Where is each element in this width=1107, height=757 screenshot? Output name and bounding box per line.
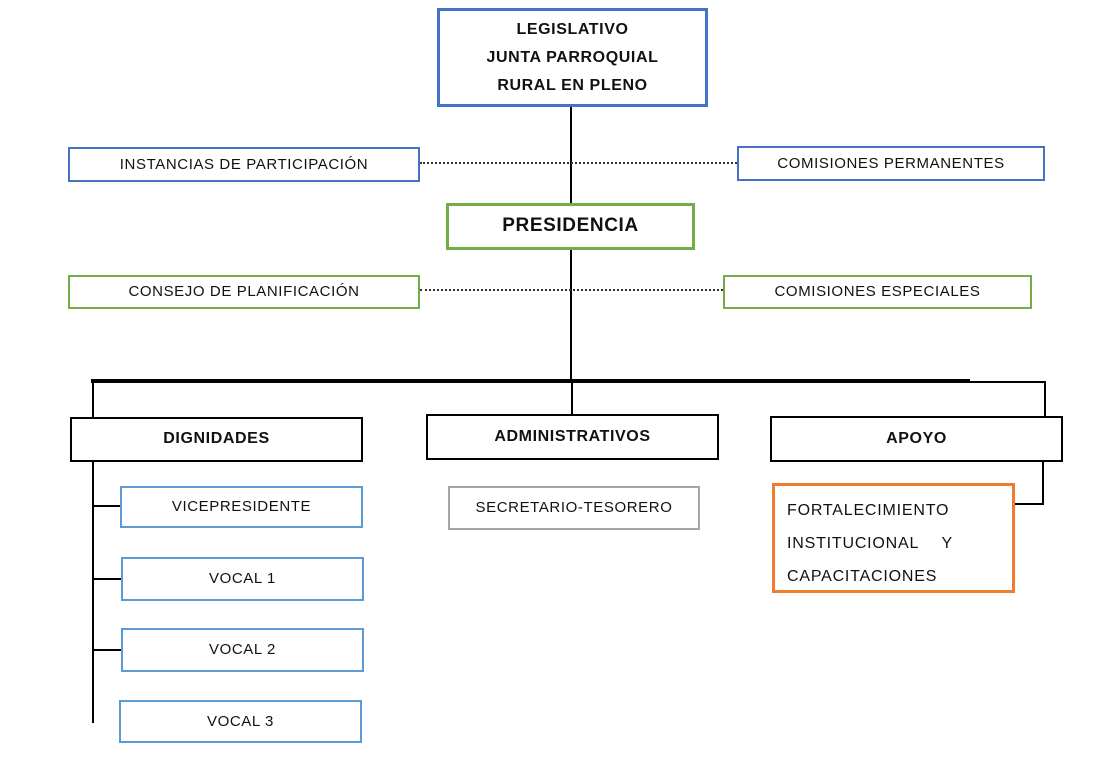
connector-presidencia-mainline — [570, 250, 572, 381]
node-consejo-label: CONSEJO DE PLANIFICACIÓN — [128, 283, 360, 301]
node-secretario-tesorero: SECRETARIO-TESORERO — [448, 486, 700, 530]
node-vicepresidente: VICEPRESIDENTE — [120, 486, 363, 528]
node-secretario-label: SECRETARIO-TESORERO — [475, 499, 673, 517]
connector-legislativo-presidencia — [570, 107, 572, 203]
node-fortalecimiento-line3: CAPACITACIONES — [787, 568, 938, 585]
node-dignidades: DIGNIDADES — [70, 417, 363, 462]
node-instancias-label: INSTANCIAS DE PARTICIPACIÓN — [119, 155, 369, 173]
connector-instancias-permanentes-dotted — [420, 162, 737, 164]
main-horizontal-line — [91, 379, 970, 383]
node-legislativo: LEGISLATIVO JUNTA PARROQUIAL RURAL EN PL… — [437, 8, 708, 107]
apoyo-horizontal-extension — [968, 381, 1046, 383]
node-presidencia: PRESIDENCIA — [446, 203, 695, 250]
connector-fortalecimiento — [1015, 503, 1044, 505]
node-apoyo-label: APOYO — [886, 429, 947, 447]
node-comisiones-especiales: COMISIONES ESPECIALES — [723, 275, 1032, 309]
node-comisiones-permanentes: COMISIONES PERMANENTES — [737, 146, 1045, 181]
node-fortalecimiento-line2: INSTITUCIONAL Y — [787, 535, 954, 552]
node-administrativos-label: ADMINISTRATIVOS — [494, 427, 651, 445]
node-instancias-participacion: INSTANCIAS DE PARTICIPACIÓN — [68, 147, 420, 182]
node-vocal-1: VOCAL 1 — [121, 557, 364, 601]
node-comisiones-especiales-label: COMISIONES ESPECIALES — [774, 283, 981, 301]
node-vocal1-label: VOCAL 1 — [208, 570, 276, 588]
node-comisiones-permanentes-label: COMISIONES PERMANENTES — [777, 154, 1005, 172]
stub-vocal2 — [94, 649, 121, 651]
node-dignidades-label: DIGNIDADES — [163, 430, 270, 448]
node-legislativo-line1: LEGISLATIVO — [516, 20, 629, 38]
node-consejo-planificacion: CONSEJO DE PLANIFICACIÓN — [68, 275, 420, 309]
node-presidencia-label: PRESIDENCIA — [502, 215, 639, 237]
node-vocal-3: VOCAL 3 — [119, 700, 362, 743]
stub-vocal1 — [94, 578, 121, 580]
node-legislativo-line3: RURAL EN PLENO — [497, 76, 648, 94]
node-vocal3-label: VOCAL 3 — [206, 712, 274, 730]
connector-mainline-apoyo — [1044, 381, 1046, 417]
node-vicepresidente-label: VICEPRESIDENTE — [171, 498, 312, 516]
node-fortalecimiento-line1: FORTALECIMIENTO — [787, 502, 950, 519]
dignidades-trunk-line — [92, 381, 94, 723]
node-legislativo-line2: JUNTA PARROQUIAL — [486, 48, 659, 66]
node-vocal-2: VOCAL 2 — [121, 628, 364, 672]
connector-mainline-administrativos — [571, 381, 573, 414]
node-administrativos: ADMINISTRATIVOS — [426, 414, 719, 460]
node-apoyo: APOYO — [770, 416, 1063, 462]
connector-consejo-especiales-dotted — [420, 289, 723, 291]
stub-vicepresidente — [94, 505, 120, 507]
connector-apoyo-down — [1042, 462, 1044, 505]
node-vocal2-label: VOCAL 2 — [208, 641, 276, 659]
node-fortalecimiento: FORTALECIMIENTO INSTITUCIONAL Y CAPACITA… — [772, 483, 1015, 593]
